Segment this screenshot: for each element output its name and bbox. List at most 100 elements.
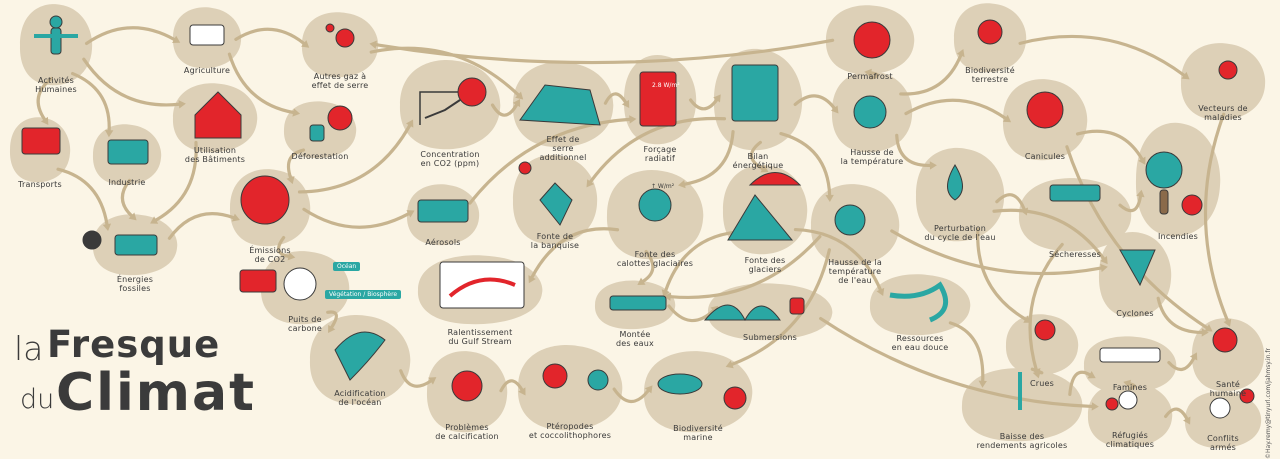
label-puits: Puits de carbone bbox=[288, 315, 322, 333]
calottes-value-label: ↑ W/m² bbox=[651, 183, 675, 190]
arrowhead-pteropodes-to-biodiv_marine bbox=[644, 385, 653, 394]
arrow-biodiv_terrestre-to-vecteurs bbox=[1018, 34, 1186, 77]
gas-molecule-icon bbox=[335, 28, 355, 48]
arrow-glaciers-to-ressources bbox=[793, 227, 882, 292]
label-energies: Énergies fossiles bbox=[116, 275, 154, 293]
factory-icon bbox=[107, 139, 149, 165]
arrow-submersions-to-refugies bbox=[819, 316, 1094, 409]
arrow-refugies-to-conflits bbox=[1164, 407, 1189, 421]
fire-icon bbox=[1181, 194, 1203, 216]
arrowhead-bilan-to-calottes bbox=[677, 180, 686, 189]
arrowhead-hausse_eau-to-biodiv_marine bbox=[725, 360, 734, 369]
permafrost-ground-icon bbox=[853, 21, 891, 59]
arrow-pteropodes-to-biodiv_marine bbox=[612, 387, 650, 404]
coral-icon bbox=[723, 386, 747, 410]
arrowhead-hausse_eau-to-cyclones bbox=[1100, 263, 1108, 273]
arrow-glaciers-to-montee bbox=[664, 230, 738, 293]
arrow-calottes-to-montee bbox=[641, 249, 655, 283]
label-calcification: Problèmes de calcification bbox=[435, 423, 499, 441]
label-hausse_temp: Hausse de la température bbox=[840, 148, 904, 166]
label-transports: Transports bbox=[18, 180, 62, 189]
arrowhead-activites-to-agriculture bbox=[172, 35, 181, 44]
gulf-current-icon bbox=[448, 277, 516, 298]
label-bilan: Bilan énergétique bbox=[732, 152, 784, 170]
arrowhead-hausse_temp-to-biodiv_terrestre bbox=[956, 49, 965, 58]
arrowhead-submersions-to-refugies bbox=[1091, 402, 1099, 411]
label-deforestation: Déforestation bbox=[291, 152, 349, 161]
dry-boat-icon bbox=[1049, 184, 1101, 202]
energy-book-icon bbox=[731, 64, 779, 122]
gulf-map-icon bbox=[439, 261, 525, 309]
label-refugies: Réfugiés climatiques bbox=[1105, 431, 1155, 449]
label-activites: Activités Humaines bbox=[35, 76, 77, 94]
card-blob-ressources bbox=[869, 274, 971, 336]
skeleton-icon bbox=[1099, 347, 1161, 363]
arrow-permafrost-to-autres_gaz bbox=[374, 38, 835, 65]
title-fresque: Fresque bbox=[47, 323, 221, 366]
card-blob-rendements bbox=[961, 368, 1083, 442]
swim-ring-icon bbox=[834, 204, 866, 236]
title-climat: Climat bbox=[56, 363, 256, 423]
card-illustrations bbox=[21, 15, 1255, 419]
label-pteropodes: Ptéropodes et coccolithophores bbox=[528, 422, 612, 440]
arrowhead-glaciers-to-montee bbox=[661, 289, 670, 298]
arrowhead-bilan-to-banquise bbox=[586, 179, 595, 188]
pteropod-icon bbox=[542, 363, 568, 389]
arrowhead-secheresses-to-incendies bbox=[1136, 189, 1145, 198]
arrowhead-emissions-to-aerosols bbox=[406, 210, 415, 218]
label-biodiv_terrestre: Biodiversité terrestre bbox=[965, 66, 1015, 84]
mountain-icon bbox=[727, 194, 794, 241]
arrowhead-activites-to-industrie bbox=[104, 130, 114, 138]
arrowhead-autres_gaz-to-effet_serre bbox=[515, 91, 524, 100]
flood-person-icon bbox=[1034, 319, 1056, 341]
arrowhead-calottes-to-gulf bbox=[528, 275, 536, 284]
label-agriculture: Agriculture bbox=[183, 66, 231, 75]
gas-molecule-small-icon bbox=[325, 23, 335, 33]
house-flood-icon bbox=[789, 297, 805, 315]
arrow-effet_serre-to-forcage bbox=[603, 92, 628, 105]
label-famines: Famines bbox=[1112, 383, 1148, 392]
arrowhead-hausse_temp-to-canicules bbox=[1002, 114, 1012, 123]
biosphere-sign: Végétation / Biosphère bbox=[325, 290, 402, 299]
author-credit: ©Hay.remy@tinyurl.com/jahmsy.in.fr bbox=[1265, 348, 1273, 459]
card-blob-crues bbox=[1005, 314, 1079, 376]
arrowhead-bilan-to-hausse_temp bbox=[830, 105, 839, 114]
arrow-activites-to-industrie bbox=[70, 71, 111, 132]
arrow-hausse_temp-to-biodiv_terrestre bbox=[899, 53, 963, 96]
arrow-industrie-to-energies bbox=[120, 178, 134, 218]
label-cyclones: Cyclones bbox=[1116, 309, 1154, 318]
sun-icon bbox=[518, 161, 532, 175]
label-sante: Santé humaine bbox=[1209, 380, 1247, 398]
arrowhead-famines-to-sante bbox=[1189, 352, 1198, 361]
arrowhead-aerosols-to-forcage bbox=[629, 115, 637, 124]
title-la: la bbox=[14, 329, 44, 368]
arrow-cycle_eau-to-crues bbox=[976, 227, 1027, 321]
arrowhead-calcification-to-pteropodes bbox=[518, 387, 526, 396]
refugee-bag-icon bbox=[1105, 397, 1119, 411]
arrow-hausse_temp-to-canicules bbox=[904, 98, 1007, 120]
arrow-cycle_eau-to-secheresses bbox=[995, 193, 1026, 211]
arrowhead-permafrost-to-autres_gaz bbox=[369, 40, 377, 49]
arrow-rendements-to-famines bbox=[1068, 370, 1092, 396]
label-effet_serre: Effet de serre additionnel bbox=[539, 135, 587, 162]
arrow-famines-to-refugies bbox=[1128, 382, 1137, 391]
title-du: du bbox=[20, 384, 55, 415]
arrowhead-activites-to-transports bbox=[40, 116, 49, 125]
coal-cart-icon bbox=[114, 234, 158, 256]
arrow-acidification-to-calcification bbox=[399, 369, 433, 388]
arrow-hausse_eau-to-montee bbox=[669, 235, 822, 299]
carbon-sink-icon bbox=[283, 267, 317, 301]
label-batiments: Utilisation des Bâtiments bbox=[184, 146, 246, 164]
arrowhead-puits-to-acidification bbox=[328, 324, 336, 334]
explosion-icon bbox=[1239, 388, 1255, 404]
arrow-emissions-to-concentration bbox=[297, 123, 412, 194]
card-blob-biodiv_marine bbox=[643, 351, 753, 433]
bee-icon bbox=[977, 19, 1003, 45]
oil-drop-icon bbox=[82, 230, 102, 250]
arrow-hausse_temp-to-permafrost bbox=[869, 71, 880, 80]
greenhouse-icon bbox=[519, 84, 601, 126]
arrow-cyclones-to-sante bbox=[1156, 296, 1204, 335]
coccolith-icon bbox=[587, 369, 609, 391]
card-blob-conflits bbox=[1184, 391, 1262, 449]
arrowhead-emissions-to-puits bbox=[287, 252, 296, 261]
